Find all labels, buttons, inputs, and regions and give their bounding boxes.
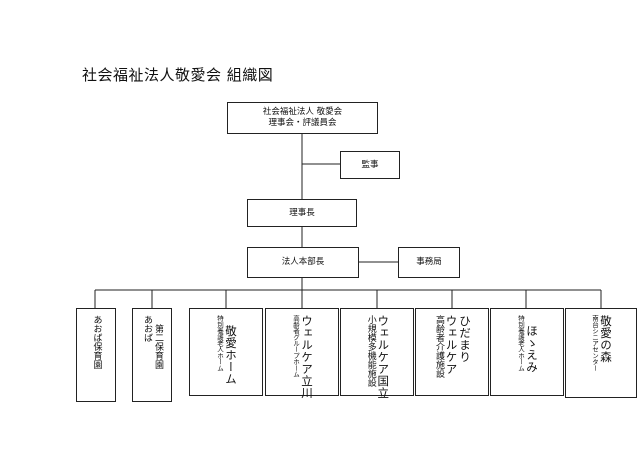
auditor-box: 監事 [340,151,400,179]
chairman-box: 理事長 [247,199,357,227]
facility-type: 高齢者グループホーム [291,315,300,378]
facility-name: あおば保育園 [91,315,102,369]
board-box: 社会福祉法人 敬愛会 理事会・評議員会 [227,102,378,134]
facility-type: 高齢者介護施設 [434,315,444,378]
board-name: 社会福祉法人 敬愛会 [262,107,343,117]
auditor-label: 監事 [361,159,379,170]
facility-wellcare-tachikawa: 高齢者グループホーム ウェルケア立川 [265,308,339,399]
facility-name: ほゝえみ [525,325,539,373]
hq-director-label: 法人本部長 [281,257,325,267]
chairman-label: 理事長 [289,207,315,218]
facility-name: 敬愛の森 [599,315,613,363]
facility-type: 特別養護老人ホーム [215,315,224,371]
facility-name-line: あおば [142,315,152,342]
facility-hohoemi: 特別養護老人ホーム ほゝえみ [490,308,564,396]
facility-wellcare-hidamari: 高齢者介護施設 ウェルケア ひだまり [415,308,489,396]
secretariat-label: 事務局 [416,257,442,267]
facility-name: 敬愛ホーム [224,325,238,385]
facility-keiai-no-mori: 南台シニアセンター 敬愛の森 [565,308,637,398]
facility-name-line: ひだまり [458,315,472,363]
facility-name-line: ウェルケア [444,315,459,375]
facility-aoba-second-nursery: あおば 第二保育園 [132,308,172,402]
facility-keiai-home: 特別養護老人ホーム 敬愛ホーム [189,308,263,396]
facility-name: ウェルケア国立 [376,315,391,399]
facility-wellcare-kunitachi: 小規模多機能施設 ウェルケア国立 [340,308,414,399]
page-title: 社会福祉法人敬愛会 組織図 [82,66,274,84]
hq-director-box: 法人本部長 [247,247,359,278]
secretariat-box: 事務局 [398,247,460,278]
facility-type: 特別養護老人ホーム [516,315,525,371]
board-council: 理事会・評議員会 [268,118,337,128]
facility-name-line: 第二保育園 [153,324,163,369]
facility-name: ウェルケア立川 [300,315,314,399]
facility-type: 小規模多機能施設 [365,315,376,387]
facility-type: 南台シニアセンター [590,315,599,371]
facility-aoba-nursery: あおば保育園 [76,308,116,402]
